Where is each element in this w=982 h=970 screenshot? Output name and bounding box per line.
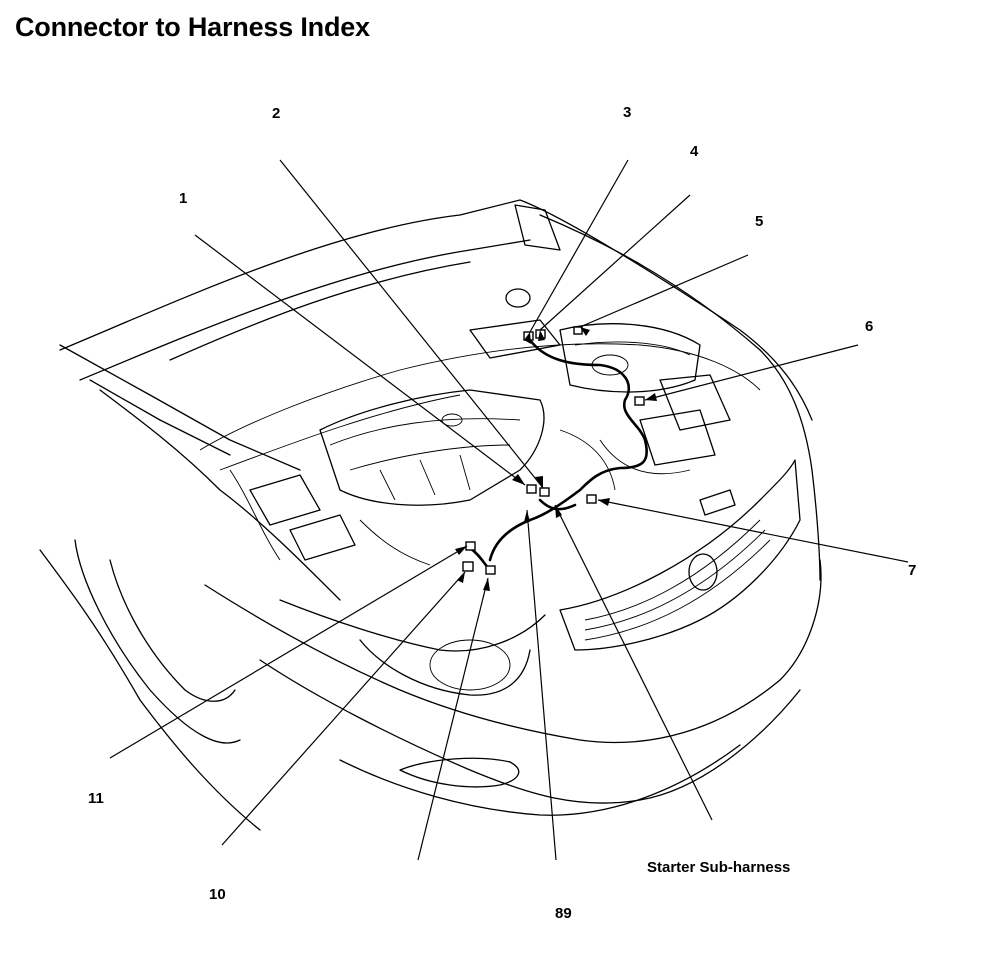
connector-1 [526, 484, 537, 494]
callout-6: 6 [865, 318, 874, 335]
callout-8-9: 89 [555, 905, 572, 922]
leader-line-7 [597, 499, 909, 563]
connector-7 [586, 494, 597, 504]
arrowheads [455, 327, 657, 591]
page-title: Connector to Harness Index [15, 12, 370, 42]
callout-7: 7 [908, 562, 917, 579]
callout-3: 3 [623, 104, 632, 121]
leader-line-6 [644, 344, 859, 401]
leader-line-10 [221, 571, 466, 846]
leader-line-starter [554, 504, 713, 821]
connector-6 [634, 396, 645, 406]
callout-1: 1 [179, 190, 188, 207]
leader-line-11 [109, 545, 468, 759]
engine-compartment [199, 288, 761, 566]
car-outline [39, 199, 822, 831]
leader-line-3 [529, 159, 629, 333]
connector-5 [573, 326, 583, 335]
connector-8-9 [485, 565, 496, 575]
callout-11: 11 [88, 790, 104, 807]
callout-starter-sub-harness: Starter Sub-harness [647, 859, 791, 876]
leader-lines [109, 159, 909, 861]
connector-2 [539, 487, 550, 497]
leader-line-8 [526, 509, 557, 861]
leader-line-4 [539, 194, 691, 331]
callout-4: 4 [690, 143, 699, 160]
leader-line-1 [194, 234, 526, 486]
connector-10 [462, 561, 474, 572]
callout-10: 10 [209, 886, 226, 903]
leader-line-9 [417, 577, 489, 861]
leader-line-2 [279, 159, 544, 489]
connectors [462, 326, 645, 575]
callout-5: 5 [755, 213, 764, 230]
connector-11 [465, 541, 476, 551]
callout-2: 2 [272, 105, 281, 122]
leader-line-5 [579, 254, 749, 328]
wire-harness [468, 338, 649, 572]
